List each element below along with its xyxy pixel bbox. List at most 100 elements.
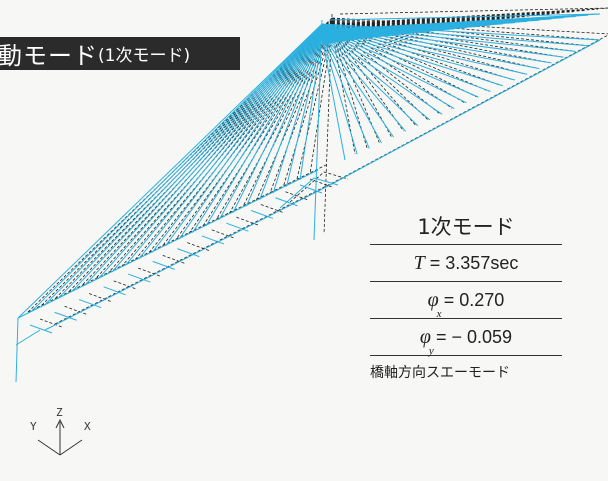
- stay-cable-line: [57, 25, 323, 299]
- table-rule: [370, 244, 562, 245]
- stay-cable-line: [321, 30, 467, 104]
- stay-cable-line: [331, 23, 489, 92]
- stay-cable-line: [71, 26, 323, 293]
- phi-x-value: = 0.270: [438, 290, 505, 310]
- stay-cable-line: [98, 27, 323, 279]
- left-girder-line: [44, 184, 331, 331]
- stay-cable-line: [331, 27, 404, 132]
- left-girder-line: [27, 163, 329, 313]
- floor-beam-line: [138, 267, 161, 277]
- table-rule: [370, 281, 562, 282]
- stay-cable-line: [331, 21, 526, 75]
- title-main: 動モード: [0, 42, 98, 70]
- floor-beam-line: [78, 299, 102, 309]
- floor-beam-line: [162, 254, 185, 264]
- table-rule: [370, 318, 562, 319]
- floor-beam-line: [152, 260, 175, 270]
- floor-beam-line: [128, 273, 151, 283]
- stay-cable-line: [229, 26, 333, 214]
- stay-cable-line: [331, 10, 586, 26]
- deformed-mode-shape: [15, 13, 601, 383]
- floor-beam-line: [211, 229, 234, 239]
- pier-line: [15, 329, 41, 346]
- stay-cable-line: [331, 20, 562, 58]
- stay-cable-line: [321, 36, 346, 161]
- top-chord-line: [339, 7, 608, 15]
- stay-cable-line: [148, 23, 333, 254]
- stay-cable-line: [188, 24, 333, 234]
- bracing-line: [279, 177, 339, 209]
- stay-cable-line: [321, 35, 358, 155]
- floor-beam-line: [299, 184, 323, 194]
- stay-cable-line: [125, 28, 323, 266]
- stay-cable-line: [321, 15, 576, 32]
- stay-cable-line: [331, 7, 608, 25]
- stay-cable-line: [282, 29, 333, 188]
- floor-beam-line: [54, 311, 77, 321]
- stay-cable-line: [232, 33, 323, 214]
- stay-cable-line: [321, 13, 601, 31]
- stay-cable-line: [44, 24, 323, 306]
- stay-cable-line: [321, 31, 443, 115]
- stay-cable-line: [205, 32, 323, 227]
- stay-cable-line: [331, 28, 392, 138]
- stay-cable-line: [321, 34, 382, 144]
- stay-cable-line: [41, 18, 333, 306]
- stay-cable-line: [151, 29, 323, 253]
- right-girder-line: [339, 34, 608, 180]
- stay-cable-line: [242, 27, 333, 208]
- stay-cable-line: [165, 30, 323, 247]
- stay-cable-line: [331, 17, 608, 35]
- stay-cable-line: [321, 14, 588, 32]
- floor-beam-line: [250, 209, 274, 219]
- stay-cable-line: [331, 18, 598, 41]
- axis-label-x: X: [84, 420, 91, 433]
- stay-cable-line: [331, 26, 441, 115]
- period-value: = 3.357sec: [424, 253, 519, 273]
- floor-beam-line: [113, 280, 136, 290]
- stay-cable-line: [321, 35, 370, 149]
- floor-beam-line: [236, 216, 259, 226]
- stay-cable-line: [331, 30, 356, 155]
- floor-beam-line: [309, 178, 333, 188]
- stay-cable-line: [321, 32, 431, 121]
- stay-cable-line: [321, 33, 394, 138]
- mode-heading: 1次モード: [417, 215, 515, 239]
- stay-cable-line: [321, 33, 407, 132]
- stay-cable-line: [331, 15, 538, 29]
- stay-cable-line: [321, 23, 601, 41]
- floor-beam-line: [285, 191, 308, 201]
- phi-y-value: = − 0.059: [431, 327, 513, 347]
- stay-cable-line: [286, 35, 323, 187]
- floor-beam-line: [88, 293, 112, 302]
- stay-cable-line: [259, 34, 323, 200]
- axis-label-z: Z: [56, 406, 63, 419]
- floor-beam-line: [201, 235, 224, 245]
- stay-cable-line: [321, 20, 528, 35]
- floor-beam-line: [177, 248, 200, 258]
- stay-cable-line: [67, 19, 333, 293]
- stay-cable-line: [331, 11, 574, 27]
- right-girder-line: [329, 39, 601, 186]
- stay-cable-line: [218, 32, 323, 220]
- stay-cable-line: [178, 30, 323, 240]
- table-rule: [370, 355, 562, 356]
- stay-cable-line: [331, 27, 417, 126]
- axis-triad-icon: [37, 418, 83, 456]
- stay-cable-line: [84, 26, 323, 286]
- top-chord-line: [329, 13, 601, 21]
- stay-cable-line: [111, 27, 323, 273]
- pier-line: [15, 317, 19, 383]
- floor-beam-line: [39, 318, 63, 328]
- stay-cable-line: [245, 33, 323, 207]
- floor-beam-line: [187, 242, 210, 252]
- stay-cable-line: [321, 39, 346, 46]
- left-girder-line: [17, 169, 319, 319]
- floor-beam-line: [260, 204, 284, 213]
- floor-beam-line: [226, 222, 249, 232]
